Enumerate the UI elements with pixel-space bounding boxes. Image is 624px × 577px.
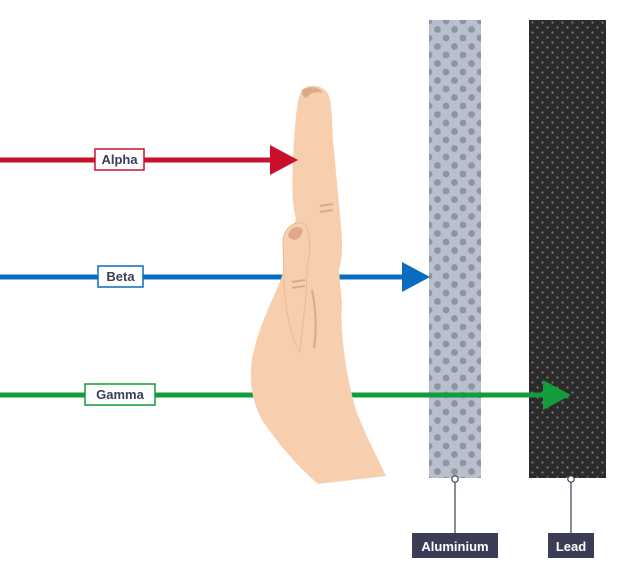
gamma-label: Gamma <box>96 387 144 402</box>
beta-arrowhead <box>402 262 430 292</box>
lead-barrier <box>529 20 606 478</box>
alpha-label-box <box>94 148 145 171</box>
alpha-label: Alpha <box>101 152 138 167</box>
alpha-arrowhead <box>270 145 298 175</box>
aluminium-barrier <box>429 20 481 478</box>
gamma-arrowhead <box>543 380 571 410</box>
lead-label: Lead <box>556 539 586 554</box>
thumb-crease <box>311 289 317 349</box>
aluminium-label-box <box>412 533 498 558</box>
hand-shape <box>250 85 386 485</box>
fingernail <box>302 87 323 98</box>
finger-crease <box>319 203 334 207</box>
lead-label-box <box>548 533 594 558</box>
thumbnail <box>288 226 303 240</box>
finger-crease <box>319 209 334 213</box>
thumb-knuckle-crease <box>291 279 306 283</box>
lead-callout-dot <box>567 475 575 483</box>
beta-label-box <box>97 265 144 288</box>
gamma-label-box <box>84 383 156 406</box>
hand-icon <box>250 85 386 485</box>
thumb-knuckle-crease <box>291 285 306 289</box>
aluminium-callout-dot <box>451 475 459 483</box>
beta-label: Beta <box>106 269 135 284</box>
aluminium-label: Aluminium <box>421 539 488 554</box>
